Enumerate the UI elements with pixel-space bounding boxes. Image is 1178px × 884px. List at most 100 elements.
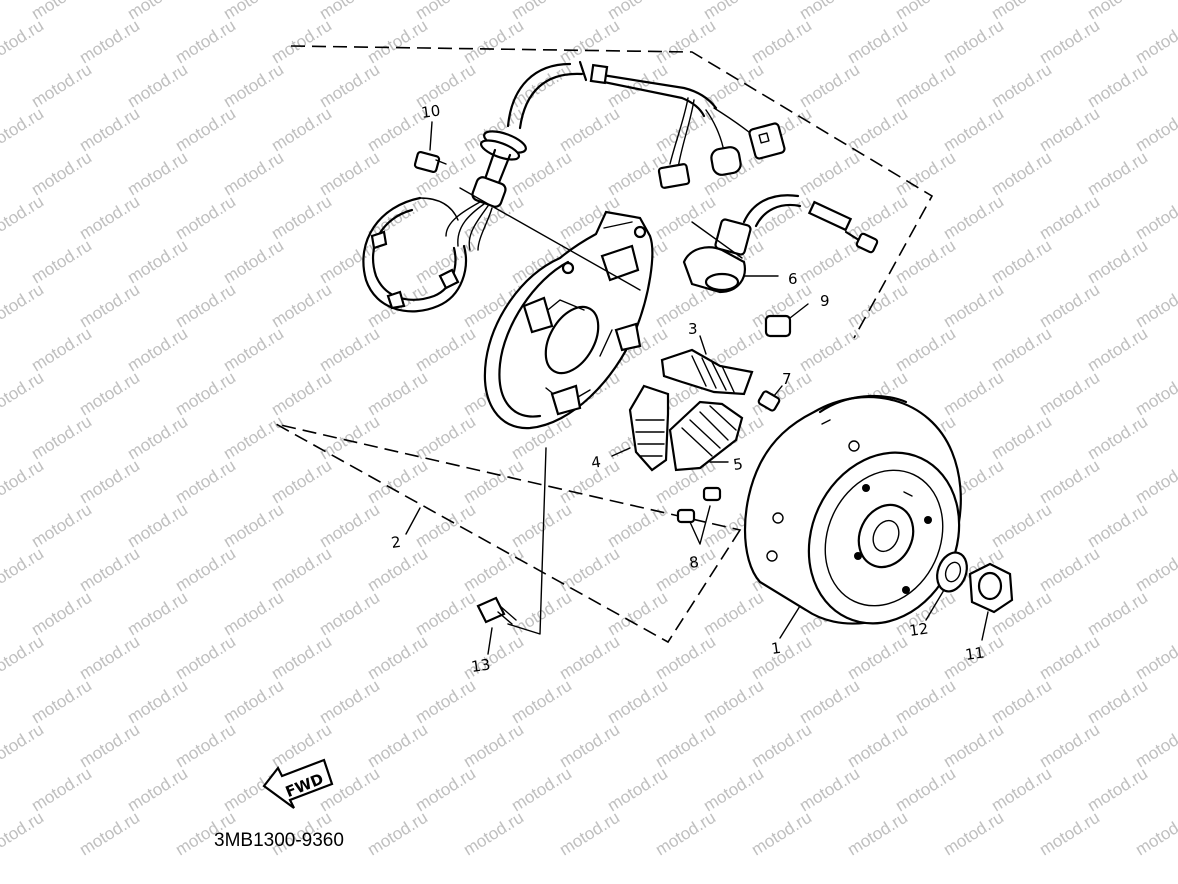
watermark-text: motod.ru (0, 16, 47, 68)
watermark-text: motod.ru (1132, 192, 1178, 244)
watermark-text: motod.ru (1036, 808, 1103, 860)
watermark-text: motod.ru (1036, 720, 1103, 772)
watermark-text: motod.ru (412, 764, 479, 816)
callout-6: 6 (788, 270, 798, 288)
callout-8: 8 (688, 553, 700, 572)
watermark-text: motod.ru (796, 324, 863, 376)
watermark-text: motod.ru (76, 192, 143, 244)
watermark-text: motod.ru (28, 676, 95, 728)
watermark-text: motod.ru (940, 16, 1007, 68)
watermark-text: motod.ru (844, 808, 911, 860)
watermark-text: motod.ru (316, 676, 383, 728)
watermark-text: motod.ru (1036, 280, 1103, 332)
watermark-text: motod.ru (988, 676, 1055, 728)
watermark-text: motod.ru (1132, 632, 1178, 684)
watermark-text: motod.ru (892, 236, 959, 288)
watermark-text: motod.ru (220, 500, 287, 552)
watermark-text: motod.ru (1036, 632, 1103, 684)
watermark-text: motod.ru (988, 324, 1055, 376)
watermark-text: motod.ru (0, 192, 47, 244)
watermark-text: motod.ru (1132, 720, 1178, 772)
watermark-text: motod.ru (940, 720, 1007, 772)
watermark-text: motod.ru (892, 324, 959, 376)
watermark-text: motod.ru (172, 104, 239, 156)
callout-2: 2 (390, 533, 402, 552)
watermark-text: motod.ru (460, 808, 527, 860)
watermark-text: motod.ru (940, 808, 1007, 860)
watermark-text: motod.ru (652, 544, 719, 596)
watermark-text: motod.ru (412, 324, 479, 376)
watermark-text: motod.ru (460, 456, 527, 508)
watermark-text: motod.ru (172, 368, 239, 420)
watermark-text: motod.ru (1084, 676, 1151, 728)
watermark-text: motod.ru (988, 60, 1055, 112)
watermark-text: motod.ru (652, 192, 719, 244)
pulser-coil (682, 194, 879, 294)
watermark-text: motod.ru (748, 720, 815, 772)
watermark-text: motod.ru (76, 280, 143, 332)
leader-lines (405, 121, 989, 655)
callout-4: 4 (590, 453, 602, 472)
watermark-text: motod.ru (556, 632, 623, 684)
watermark-text: motod.ru (316, 324, 383, 376)
callout-13: 13 (470, 655, 491, 675)
watermark-text: motod.ru (124, 236, 191, 288)
watermark-text: motod.ru (0, 456, 47, 508)
watermark-text: motod.ru (988, 236, 1055, 288)
watermark-text: motod.ru (0, 720, 47, 772)
callout-12: 12 (908, 619, 929, 639)
watermark-text: motod.ru (172, 16, 239, 68)
stator-plate (483, 210, 654, 430)
watermark-text: motod.ru (124, 412, 191, 464)
watermark-text: motod.ru (28, 148, 95, 200)
watermark-text: motod.ru (1084, 60, 1151, 112)
watermark-text: motod.ru (940, 192, 1007, 244)
watermark-text: motod.ru (796, 236, 863, 288)
watermark-text: motod.ru (1036, 456, 1103, 508)
callout-7: 7 (782, 370, 792, 388)
watermark-text: motod.ru (844, 104, 911, 156)
watermark-text: motod.ru (1036, 104, 1103, 156)
watermark-text: motod.ru (556, 808, 623, 860)
watermark-text: motod.ru (892, 764, 959, 816)
watermark-text: motod.ru (892, 60, 959, 112)
watermark-text: motod.ru (220, 676, 287, 728)
watermark-text: motod.ru (652, 808, 719, 860)
watermark-text: motod.ru (556, 544, 623, 596)
flywheel-rotor (743, 394, 962, 625)
watermark-text: motod.ru (508, 500, 575, 552)
watermark-text: motod.ru (748, 808, 815, 860)
watermark-text: motod.ru (268, 544, 335, 596)
screw-9 (764, 314, 792, 338)
watermark-text: motod.ru (316, 60, 383, 112)
watermark-text: motod.ru (0, 280, 47, 332)
watermark-text: motod.ru (748, 632, 815, 684)
watermark-text: motod.ru (604, 764, 671, 816)
bolt-13 (476, 596, 517, 625)
watermark-text: motod.ru (1132, 16, 1178, 68)
watermark-text: motod.ru (652, 16, 719, 68)
watermark-text: motod.ru (1084, 500, 1151, 552)
callout-10: 10 (420, 101, 441, 121)
callout-numbers: 1 2 3 4 5 6 7 8 9 10 11 12 13 (390, 101, 985, 675)
watermark-text: motod.ru (556, 104, 623, 156)
watermark-text: motod.ru (1036, 16, 1103, 68)
watermark-text: motod.ru (220, 588, 287, 640)
watermark-text: motod.ru (28, 412, 95, 464)
watermark-text: motod.ru (844, 192, 911, 244)
watermark-text: motod.ru (76, 456, 143, 508)
watermark-text: motod.ru (796, 676, 863, 728)
watermark-text: motod.ru (460, 16, 527, 68)
callout-3: 3 (688, 320, 698, 338)
watermark-text: motod.ru (700, 676, 767, 728)
watermark-text: motod.ru (844, 632, 911, 684)
watermark-text: motod.ru (844, 720, 911, 772)
watermark-text: motod.ru (604, 500, 671, 552)
watermark-text: motod.ru (412, 676, 479, 728)
watermark-text: motod.ru (1132, 104, 1178, 156)
diagram-code: 3MB1300-9360 (214, 830, 344, 851)
watermark-text: motod.ru (268, 456, 335, 508)
watermark-text: motod.ru (76, 16, 143, 68)
watermark-text: motod.ru (0, 808, 47, 860)
